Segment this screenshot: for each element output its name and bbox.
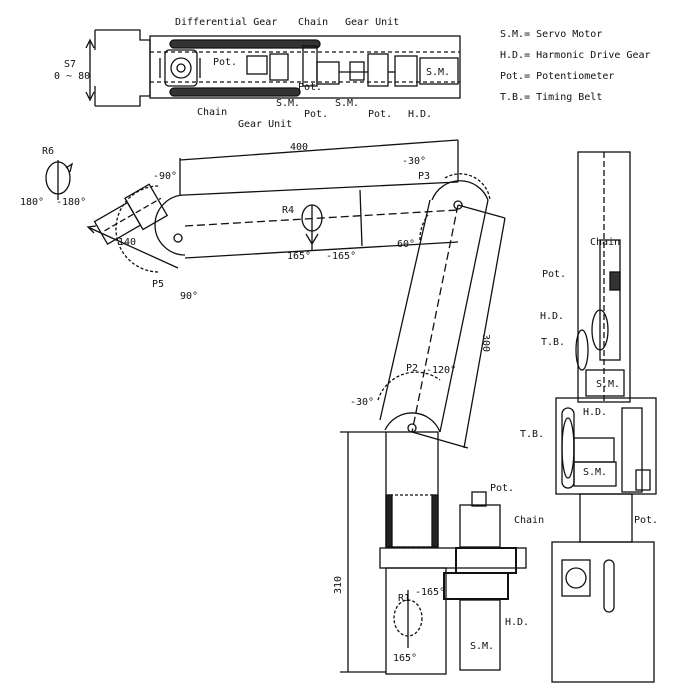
label-dim-400: 400 bbox=[290, 142, 309, 153]
label-chain-top: Chain bbox=[298, 17, 329, 28]
label-r4-pos: 165° bbox=[287, 251, 312, 262]
legend-item-pot: Pot.= Potentiometer bbox=[500, 71, 615, 82]
label-pot-4: Pot. bbox=[368, 109, 393, 120]
label-base-pot: Pot. bbox=[490, 483, 515, 494]
label-base-hd: H.D. bbox=[505, 617, 530, 628]
label-p5: P5 bbox=[152, 279, 165, 290]
label-p3-pos: 60° bbox=[397, 239, 416, 250]
label-dim-140: 140 bbox=[118, 237, 137, 248]
label-r4: R4 bbox=[282, 205, 295, 216]
label-dim-300: 300 bbox=[480, 333, 492, 353]
label-side-pot: Pot. bbox=[542, 269, 567, 280]
legend: S.M.= Servo Motor H.D.= Harmonic Drive G… bbox=[500, 24, 651, 108]
legend-item-tb: T.B.= Timing Belt bbox=[500, 92, 603, 103]
label-base-sm: S.M. bbox=[470, 641, 495, 652]
legend-item-sm: S.M.= Servo Motor bbox=[500, 29, 603, 40]
label-sm-1: S.M. bbox=[276, 98, 301, 109]
label-p5-pos: 90° bbox=[180, 291, 199, 302]
label-gear-unit-top: Gear Unit bbox=[345, 17, 400, 28]
label-side-hd-2: H.D. bbox=[583, 407, 608, 418]
label-r6-pos: 180° bbox=[20, 197, 45, 208]
label-s7: S7 bbox=[64, 59, 77, 70]
label-dim-310: 310 bbox=[333, 575, 345, 595]
label-side-sm-2: S.M. bbox=[583, 467, 608, 478]
label-side-tb-2: T.B. bbox=[520, 429, 545, 440]
label-p2: P2 bbox=[406, 363, 419, 374]
label-chain-bottom: Chain bbox=[197, 107, 228, 118]
label-r4-neg: -165° bbox=[326, 251, 357, 262]
arm-side-view bbox=[45, 139, 527, 675]
label-side-hd-1: H.D. bbox=[540, 311, 565, 322]
label-hd-1: H.D. bbox=[408, 109, 433, 120]
label-r1: R1 bbox=[398, 593, 411, 604]
label-p2-pos: -120° bbox=[426, 365, 457, 376]
label-sm-2: S.M. bbox=[335, 98, 360, 109]
label-base-chain: Chain bbox=[514, 515, 545, 526]
label-side-sm-1: S.M. bbox=[596, 379, 621, 390]
wrist-top-view bbox=[85, 29, 461, 107]
label-pot-2: Pot. bbox=[298, 82, 323, 93]
label-r1-pos: 165° bbox=[393, 653, 418, 664]
label-r6-neg: -180° bbox=[56, 197, 87, 208]
right-side-view bbox=[551, 151, 657, 683]
label-p2-neg: -30° bbox=[350, 397, 375, 408]
label-side-pot-2: Pot. bbox=[634, 515, 659, 526]
label-p3-neg: -30° bbox=[402, 156, 427, 167]
label-differential-gear: Differential Gear bbox=[175, 17, 278, 28]
label-sm-3: S.M. bbox=[426, 67, 451, 78]
label-pot-3: Pot. bbox=[304, 109, 329, 120]
label-gear-unit-bottom: Gear Unit bbox=[238, 119, 293, 130]
label-r6: R6 bbox=[42, 146, 55, 157]
label-r1-neg: -165° bbox=[415, 587, 446, 598]
label-p3: P3 bbox=[418, 171, 431, 182]
label-s7-range: 0 ~ 80 bbox=[54, 71, 91, 82]
label-side-chain: Chain bbox=[590, 237, 621, 248]
legend-item-hd: H.D.= Harmonic Drive Gear bbox=[500, 50, 651, 61]
label-p5-neg: -90° bbox=[153, 171, 178, 182]
label-side-tb-1: T.B. bbox=[541, 337, 566, 348]
label-pot-1: Pot. bbox=[213, 57, 238, 68]
